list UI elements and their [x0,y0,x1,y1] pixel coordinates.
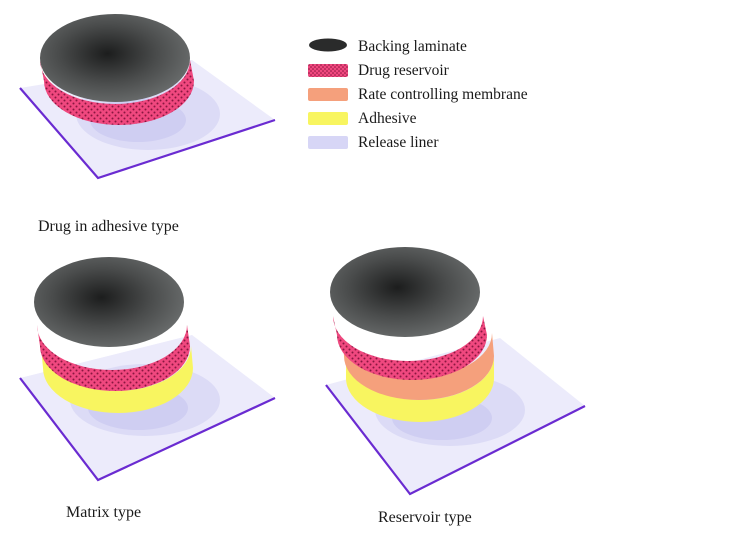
legend-item-rate-controlling-membrane: Rate controlling membrane [308,86,528,103]
drug-reservoir-layer [333,316,487,380]
legend-label: Drug reservoir [358,62,450,79]
legend-swatch-drug-reservoir [308,64,348,77]
caption-matrix: Matrix type [66,504,141,521]
legend-label: Rate controlling membrane [358,86,528,103]
legend: Backing laminate Drug reservoir Rate con… [308,38,528,151]
legend-swatch-adhesive [308,112,348,125]
caption-reservoir: Reservoir type [378,509,472,526]
legend-swatch-backing-laminate [309,38,347,52]
caption-drug-in-adhesive: Drug in adhesive type [38,218,179,235]
legend-item-drug-reservoir: Drug reservoir [308,62,450,79]
legend-item-adhesive: Adhesive [308,110,417,127]
legend-label: Backing laminate [358,38,467,55]
patch-reservoir: Reservoir type [325,247,586,526]
release-liner-edge [19,377,276,482]
backing-laminate-layer [40,14,190,102]
patch-matrix: Matrix type [19,257,276,521]
rate-controlling-membrane-layer [342,333,494,400]
backing-laminate-layer [34,257,184,347]
patch-drug-in-adhesive: Drug in adhesive type [19,14,276,235]
legend-swatch-rate-controlling-membrane [308,88,348,101]
legend-item-backing-laminate: Backing laminate [309,38,467,55]
release-liner-edge [325,384,586,496]
release-liner-edge [19,87,276,180]
backing-laminate-layer [330,247,480,337]
adhesive-layer [346,356,494,422]
drug-reservoir-layer [37,325,190,391]
legend-swatch-release-liner [308,136,348,149]
legend-label: Release liner [358,134,439,151]
legend-item-release-liner: Release liner [308,134,439,151]
legend-label: Adhesive [358,110,417,127]
adhesive-layer [41,346,193,413]
drug-reservoir-layer [40,60,194,125]
